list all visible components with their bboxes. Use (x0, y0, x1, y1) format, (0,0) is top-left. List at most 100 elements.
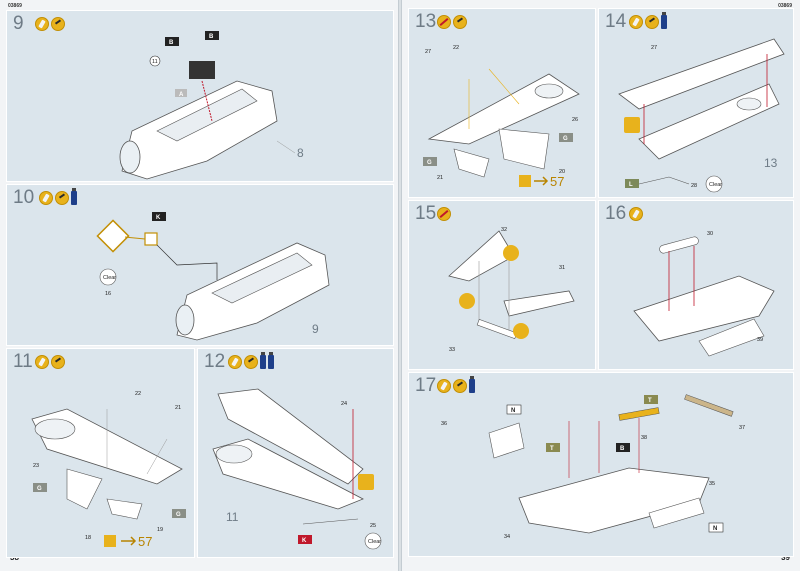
page-number: 39 (781, 553, 790, 562)
step-9-panel: 9 B B A 11 8 (6, 10, 394, 182)
assembly-label: 11 (226, 510, 239, 524)
color-tag-l: L (629, 182, 633, 188)
no-glue-icon (437, 207, 451, 221)
step-11-drawing: G G 22 21 23 18 19 57 (31, 391, 186, 549)
no-glue-icon (437, 15, 451, 29)
step-number: 14 (605, 11, 627, 32)
page-code: 03869 (8, 3, 22, 9)
assembly-label: 9 (312, 322, 319, 336)
color-tag-g: G (37, 486, 42, 492)
part-label: 24 (341, 401, 347, 407)
paint-bottle-icon (469, 376, 475, 393)
part-label: 27 (425, 49, 431, 55)
step-16-panel: 16 30 39 (598, 200, 794, 370)
step-17-panel: 17 N T T B N 36 37 38 (408, 372, 794, 557)
step-14-drawing: L 27 28 Clear 13 (618, 38, 785, 193)
clear-label: Clear (368, 539, 381, 545)
paint-icon (645, 15, 659, 29)
step-reference: 57 (550, 174, 564, 189)
glue-icon (35, 355, 49, 369)
glue-icon (629, 15, 643, 29)
step-12-drawing: K Clear 24 25 11 (212, 388, 381, 550)
paint-icon (51, 17, 65, 31)
step-10-drawing: K Clear 16 9 (96, 212, 330, 341)
paint-icon (453, 15, 467, 29)
paint-icon (453, 379, 467, 393)
step-number: 10 (13, 187, 35, 208)
color-tag-b: B (169, 40, 174, 46)
step-17-drawing: N T T B N 36 37 38 34 35 (441, 394, 745, 540)
glue-icon (629, 207, 643, 221)
part-label: 18 (85, 535, 91, 541)
paint-icon (244, 355, 258, 369)
part-label: 22 (453, 45, 459, 51)
color-tag-g: G (427, 160, 432, 166)
part-label: 36 (441, 421, 447, 427)
part-label: 22 (135, 391, 141, 397)
paint-bottle-icon (661, 12, 667, 29)
color-tag-n: N (713, 526, 717, 532)
step-number: 9 (13, 13, 24, 34)
step-16-drawing: 30 39 (633, 231, 775, 357)
part-label: 37 (739, 425, 745, 431)
paint-bottle-icon (71, 188, 77, 205)
step-15-panel: 15 32 31 33 (408, 200, 596, 370)
step-14-panel: 14 L 27 28 Clear 13 (598, 8, 794, 198)
part-11-label: 11 (152, 59, 158, 65)
page-code: 03869 (778, 3, 792, 9)
glue-icon (228, 355, 242, 369)
color-tag-n: N (511, 408, 515, 414)
part-label: 35 (709, 481, 715, 487)
color-tag-k: K (302, 538, 307, 544)
assembly-label: 13 (764, 156, 778, 170)
step-number: 13 (415, 11, 437, 32)
step-13-panel: 13 G G 27 22 26 20 21 57 (408, 8, 596, 198)
glue-icon (437, 379, 451, 393)
step-15-drawing: 32 31 33 (448, 227, 575, 353)
step-reference: 57 (138, 534, 152, 549)
glue-icon (35, 17, 49, 31)
paint-icon (51, 355, 65, 369)
part-label: 27 (651, 45, 657, 51)
step-number: 11 (13, 351, 33, 372)
color-tag-t: T (550, 446, 554, 452)
step-10-panel: 10 K Clear 16 9 (6, 184, 394, 346)
part-label: 34 (504, 534, 510, 540)
part-label: 32 (501, 227, 507, 233)
color-tag-a: A (179, 92, 184, 98)
step-11-panel: 11 G G 22 21 23 18 19 57 (6, 348, 195, 558)
part-label: 39 (757, 337, 763, 343)
color-tag-t: T (648, 398, 652, 404)
part-label: 30 (707, 231, 713, 237)
part-label: 25 (370, 523, 376, 529)
part-label: 21 (175, 405, 181, 411)
paint-icon (55, 191, 69, 205)
part-label: 38 (641, 435, 647, 441)
part-label: 23 (33, 463, 39, 469)
part-label: 31 (559, 265, 565, 271)
part-label: 20 (559, 169, 565, 175)
assembly-label: 8 (297, 146, 304, 160)
part-label: 28 (691, 183, 697, 189)
part-label: 19 (157, 527, 163, 533)
step-number: 17 (415, 375, 437, 396)
color-tag-k: K (156, 215, 161, 221)
color-tag-b: B (620, 446, 625, 452)
step-13-drawing: G G 27 22 26 20 21 57 (423, 45, 580, 189)
page-gutter (398, 0, 402, 571)
color-tag-g: G (563, 136, 568, 142)
color-tag-b: B (209, 34, 214, 40)
left-page: 03869 38 9 B B A 11 8 10 (0, 0, 398, 571)
paint-bottle-icon (260, 352, 266, 369)
color-tag-g: G (176, 512, 181, 518)
step-12-panel: 12 K Clear 24 25 11 (197, 348, 394, 558)
part-label: 21 (437, 175, 443, 181)
step-number: 15 (415, 203, 437, 224)
step-9-drawing: B B A 11 8 (119, 31, 304, 180)
glue-icon (39, 191, 53, 205)
clear-label: Clear (103, 275, 116, 281)
part-label: 26 (572, 117, 578, 123)
step-number: 12 (204, 351, 226, 372)
paint-bottle-icon (268, 352, 274, 369)
part-16-label: 16 (105, 291, 111, 297)
